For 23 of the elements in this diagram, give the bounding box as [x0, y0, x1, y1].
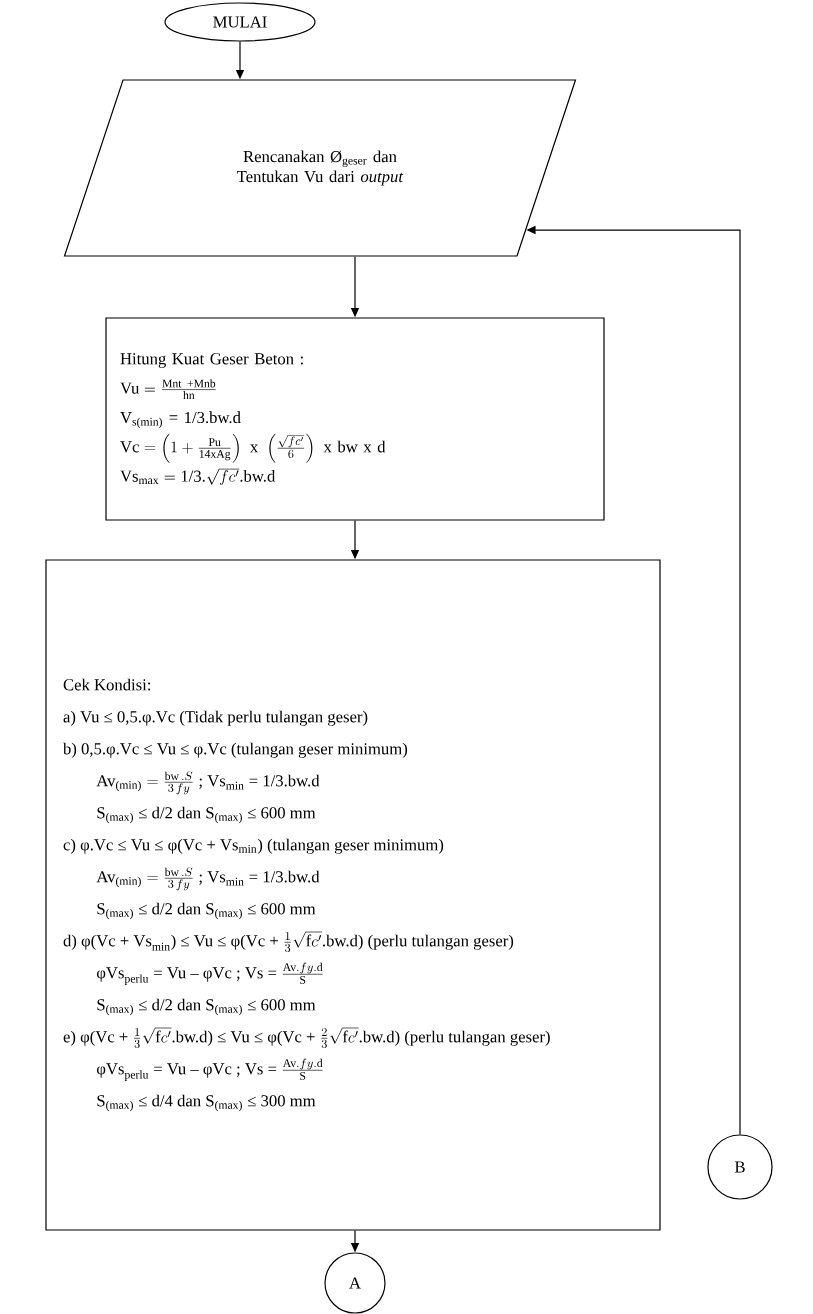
input-parallelogram: Rencanakan Ø$_{geser}$ dan Tentukan Vu dari output: [63, 79, 577, 257]
text-line: c) φ.Vc ≤ Vu ≤ φ(Vc + Vs$_{min}$) (tulangan geser minimum): [63, 838, 444, 854]
formula: $\text{φVs}_{\text{perlu}}\text{ = Vu – φVc ; Vs = }\frac{\text{Av}.fy.\text{d}}{\text{S}}$: [97, 1058, 323, 1081]
text-line: S$_{(max)}$ ≤ d/4 dan S$_{(max)}$ ≤ 300 mm: [97, 1094, 316, 1112]
text-line: S$_{(max)}$ ≤ d/2 dan S$_{(max)}$ ≤ 600 mm: [97, 806, 316, 824]
formula: $\text{φVs}_{\text{perlu}}\text{ = Vu – φVc ; Vs = }\frac{\text{Av}.fy.\text{d}}{\text{S}}$: [97, 962, 323, 985]
text-line: V$_{s(min)}$ = 1/3.bw.d: [120, 411, 241, 428]
formula: $\text{Vu} = \frac{\text{Mnt +Mnb}}{\text{hn}}$: [120, 379, 216, 400]
formula: $\text{d) φ(Vc + Vs}_{\text{min}}\text{) ≤ Vu ≤ φ(Vc + }\frac{1}{3}\sqrt{\text{f}c'}\text{.bw.d) (perlu}\ \allowbreak\text{tulangan geser)}$: [63, 931, 514, 953]
text-line: S$_{(max)}$ ≤ d/2 dan S$_{(max)}$ ≤ 600 mm: [97, 998, 316, 1016]
text-line: Cek Kondisi:: [63, 678, 151, 691]
formula: $\text{Vs}_{\text{max}} = \text{1/3.}\sqrt{fc'}\text{.bw.d}$: [120, 468, 276, 485]
formula: $\text{Vc} = \left(1 + \frac{\text{Pu}}{\text{14xAg}}\right) \text{ x } \left(\frac{\sqrt{fc'}}{6}\right) \text{ x bw x d}$: [120, 433, 386, 463]
process-box: [45, 559, 661, 1231]
formula: $\text{Av}_{\text{(min)}} = \frac{\text{bw}\,.S}{3\,fy}\text{ ; Vs}_{\text{min}}\text{ = 1/3.bw.d}$: [96, 771, 320, 795]
formula: $\text{e) φ(Vc + }\frac{1}{3}\sqrt{\text{f}c'}\text{.bw.d) ≤ Vu ≤ φ(Vc + }\frac{2}{3}\sqrt{\text{f}c'}\text{.bw.d) (perlu}\ \allowbreak\text{tulangan geser)}$: [63, 1027, 550, 1049]
formula: $\text{Av}_{\text{(min)}} = \frac{\text{bw}\,.S}{3\,fy}\text{ ; Vs}_{\text{min}}\text{ = 1/3.bw.d}$: [96, 867, 320, 891]
text-line: Hitung Kuat Geser Beton :: [120, 353, 303, 368]
text-line: a) Vu ≤ 0,5.φ.Vc (Tidak perlu tulangan geser): [63, 710, 368, 726]
text-line: S$_{(max)}$ ≤ d/2 dan S$_{(max)}$ ≤ 600 mm: [97, 902, 316, 920]
process-box: [105, 317, 605, 521]
start-terminal: MULAI: [164, 2, 316, 42]
text-line: b) 0,5.φ.Vc ≤ Vu ≤ φ.Vc (tulangan geser minimum): [63, 742, 408, 758]
